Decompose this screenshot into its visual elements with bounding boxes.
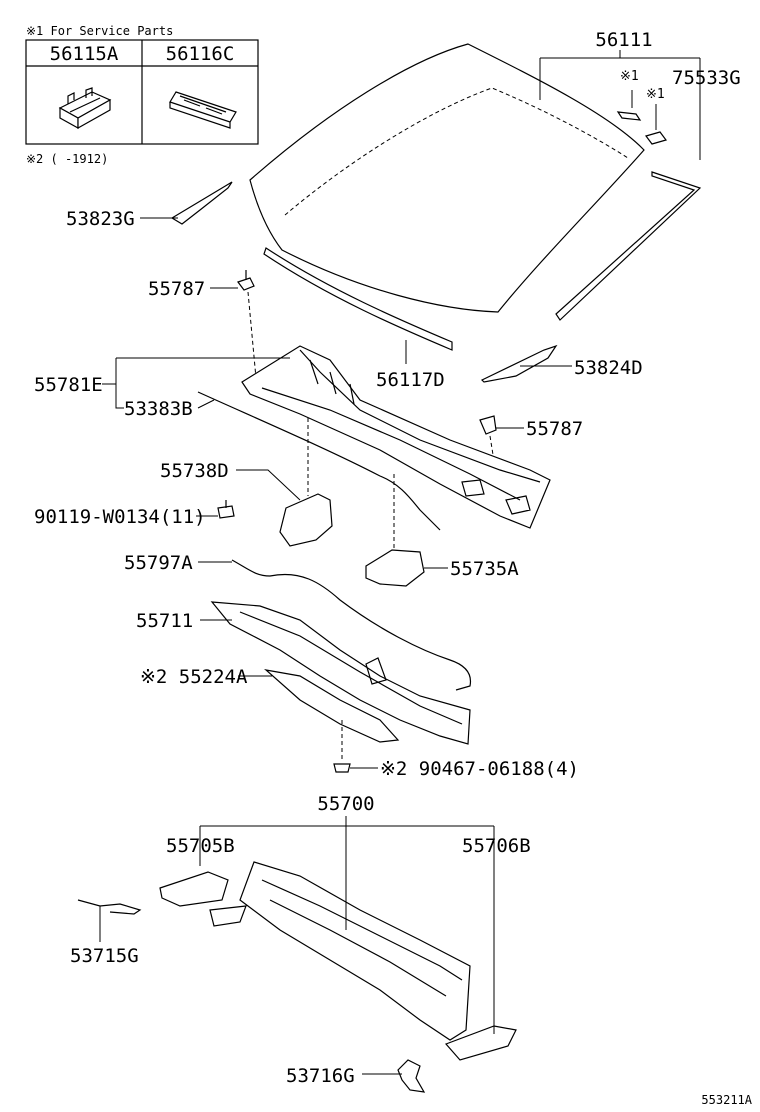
label-56117d: 56117D bbox=[376, 369, 445, 391]
label-53383b: 53383B bbox=[124, 398, 193, 420]
label-mark-1a: ※1 bbox=[620, 69, 639, 84]
label-55738d: 55738D bbox=[160, 460, 229, 482]
leader-lines bbox=[99, 50, 701, 1075]
label-55700: 55700 bbox=[317, 793, 374, 815]
label-90119-w0134: 90119-W0134(11) bbox=[34, 506, 206, 528]
screw-90467-drawing bbox=[333, 763, 351, 773]
bracket-55735a-drawing bbox=[365, 549, 425, 587]
panel-55224a-drawing bbox=[264, 669, 400, 743]
label-53716g: 53716G bbox=[286, 1065, 355, 1087]
service-part-56116c: 56116C bbox=[166, 43, 235, 65]
service-parts-box: ※1 For Service Parts 56115A 56116C bbox=[25, 24, 259, 145]
clip-56116c-drawing bbox=[169, 91, 237, 129]
label-55224a: ※2 55224A bbox=[140, 666, 248, 688]
label-56111: 56111 bbox=[595, 29, 652, 51]
cowl-louver-55781e-drawing bbox=[241, 345, 551, 529]
label-55735a: 55735A bbox=[450, 558, 519, 580]
label-53823g: 53823G bbox=[66, 208, 135, 230]
service-part-56115a: 56115A bbox=[50, 43, 119, 65]
label-mark-1b: ※1 bbox=[646, 87, 665, 102]
label-55706b: 55706B bbox=[462, 835, 531, 857]
label-55781e: 55781E bbox=[34, 374, 103, 396]
label-55797a: 55797A bbox=[124, 552, 193, 574]
label-55787-top: 55787 bbox=[148, 278, 205, 300]
label-90467-06188: ※2 90467-06188(4) bbox=[380, 758, 579, 780]
bracket-53824d-drawing bbox=[480, 344, 558, 383]
panel-55711-drawing bbox=[210, 601, 471, 745]
label-53824d: 53824D bbox=[574, 357, 643, 379]
panel-55700-drawing bbox=[209, 861, 471, 1041]
bracket-55705b-drawing bbox=[159, 871, 229, 907]
bracket-55706b-drawing bbox=[444, 1025, 517, 1061]
label-53715g: 53715G bbox=[70, 945, 139, 967]
windshield-glass-drawing bbox=[249, 43, 702, 351]
clip-56115a-drawing bbox=[58, 87, 112, 130]
label-55711: 55711 bbox=[136, 610, 193, 632]
bolt-90119-drawing bbox=[217, 500, 235, 519]
service-box-title: ※1 For Service Parts bbox=[26, 24, 173, 38]
drawing-number: 553211A bbox=[701, 1093, 752, 1107]
label-75533g: 75533G bbox=[672, 67, 741, 89]
bracket-53716g-drawing bbox=[397, 1059, 426, 1093]
bracket-53715g-drawing bbox=[77, 899, 142, 915]
clip-55787-top-drawing bbox=[237, 270, 257, 379]
hose-55797a-drawing bbox=[231, 559, 472, 691]
seal-53383b-drawing bbox=[197, 391, 441, 531]
bracket-53823g-drawing bbox=[170, 181, 233, 225]
note-2: ※2 ( -1912) bbox=[26, 152, 108, 166]
label-55705b: 55705B bbox=[166, 835, 235, 857]
bracket-55738d-drawing bbox=[279, 493, 333, 547]
label-55787-right: 55787 bbox=[526, 418, 583, 440]
